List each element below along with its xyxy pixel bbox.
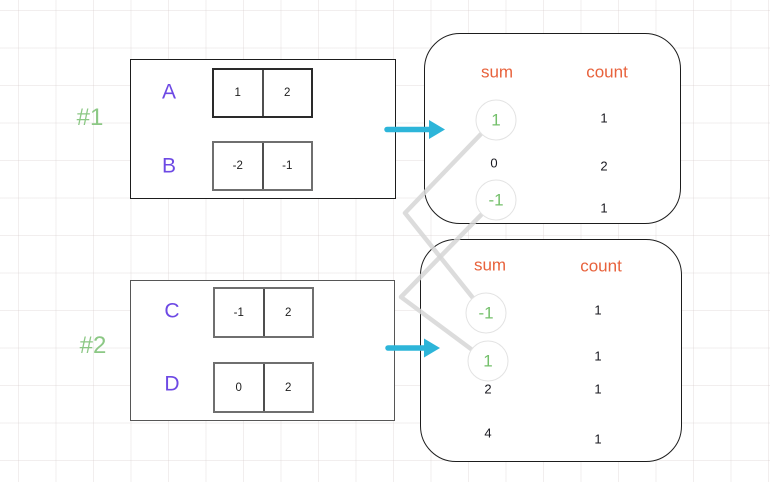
table1-sum-highlight-circle: 1 [475, 99, 517, 141]
table1-sum-header: sum [480, 62, 514, 82]
array-a-cells: 1 2 [212, 68, 313, 118]
table1-row2-sum: 0 [490, 155, 498, 171]
table2-row2-count: 1 [594, 348, 602, 364]
array-a-cell-1: 2 [261, 70, 312, 116]
array-b-cells: -2 -1 [212, 141, 313, 191]
table1-row3-count: 1 [600, 200, 608, 216]
table1-count-header: count [586, 62, 628, 82]
array-b-label: B [161, 154, 177, 178]
array-d-cells: 0 2 [213, 362, 314, 413]
table2-row4-sum: 4 [484, 425, 492, 441]
table2-row4-count: 1 [594, 431, 602, 447]
table1-box [424, 33, 681, 224]
table2-box [420, 239, 682, 462]
table2-sum-highlight-circle: -1 [465, 292, 507, 334]
table1-row1-count: 1 [600, 110, 608, 126]
table2-row1-count: 1 [594, 302, 602, 318]
table2-row3-sum: 2 [484, 381, 492, 397]
array-d-cell-0: 0 [235, 381, 242, 394]
array-a-label: A [161, 80, 177, 104]
table1-row2-count: 2 [600, 158, 608, 174]
table1-row3-sum: -1 [488, 190, 504, 210]
array-d-label: D [164, 372, 180, 396]
array-c-cell-1: 2 [262, 289, 313, 336]
array-c-cells: -1 2 [213, 287, 314, 338]
table2-sum-highlight-circle: 1 [467, 340, 509, 382]
table2-sum-header: sum [473, 255, 507, 275]
group1-label: #1 [76, 104, 104, 131]
array-d-cell-1: 2 [262, 364, 313, 411]
array-b-cell-0: -2 [232, 160, 243, 172]
array-c-label: C [164, 299, 180, 323]
array-b-cell-1: -1 [261, 143, 312, 189]
table1-row1-sum: 1 [491, 110, 501, 130]
table2-row1-sum: -1 [478, 303, 494, 323]
table2-row2-sum: 1 [483, 351, 493, 371]
table2-row3-count: 1 [594, 381, 602, 397]
table2-count-header: count [580, 256, 622, 276]
array-c-cell-0: -1 [233, 306, 244, 319]
array-a-cell-0: 1 [234, 87, 241, 99]
table1-sum-highlight-circle: -1 [475, 179, 517, 221]
group2-label: #2 [79, 332, 107, 359]
